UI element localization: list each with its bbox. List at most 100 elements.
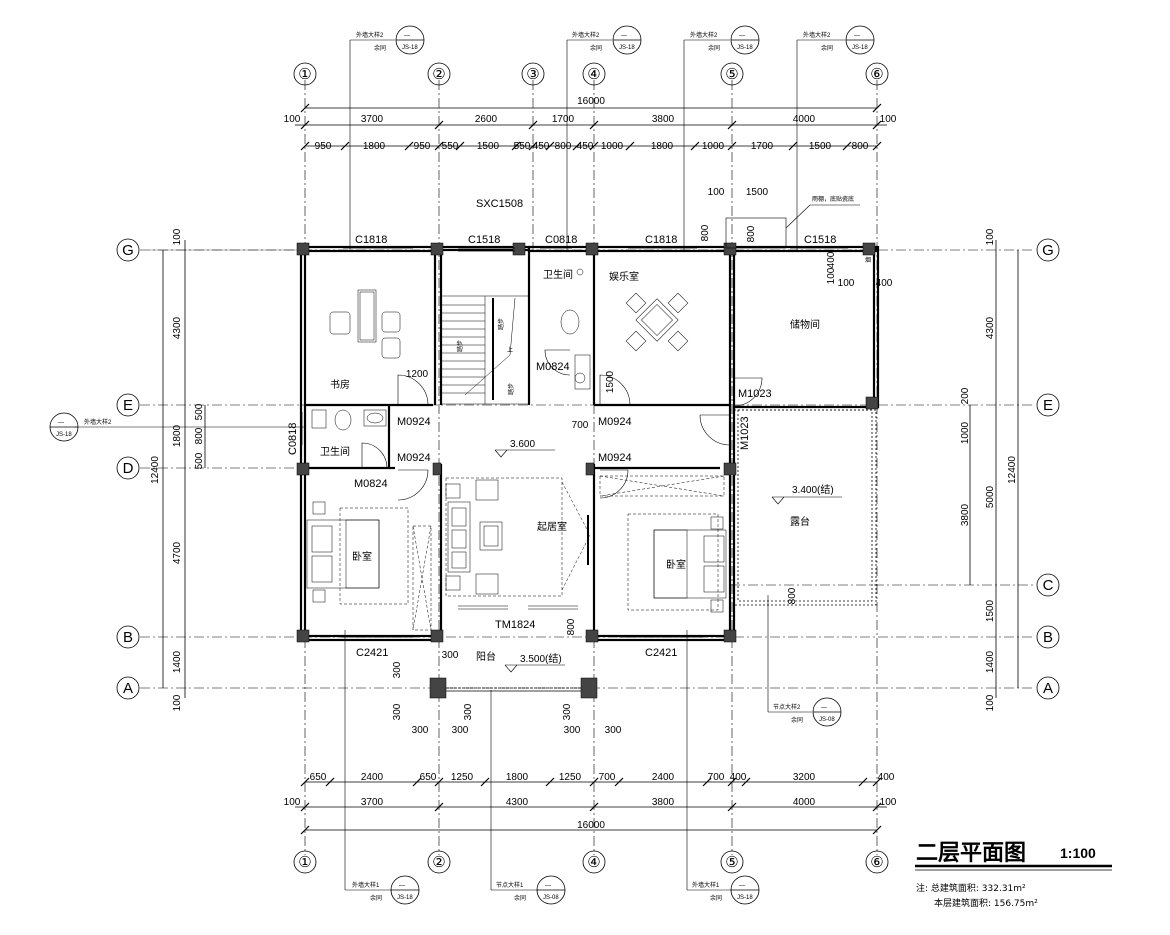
dim-misc: 300: [452, 725, 469, 736]
left-dimensions: 100 4300 1800 4700 1400 100 12400 500 80…: [150, 228, 205, 711]
windows: [301, 247, 848, 692]
level-terrace: 3.400(结): [792, 483, 834, 496]
window-tag-sxc: SXC1508: [476, 198, 523, 210]
axis-top-3: ③: [526, 66, 539, 83]
room-entertainment: 娱乐室: [609, 270, 639, 283]
axis-top-5: ⑤: [725, 66, 738, 83]
dim-left: 1400: [172, 650, 183, 673]
area-note-total: 注: 总建筑面积: 332.31m²: [916, 882, 1026, 894]
callout-label: 外墙大样1: [692, 881, 720, 889]
room-living: 起居室: [537, 520, 567, 533]
room-storage: 储物间: [790, 318, 820, 331]
dim-left: 800: [194, 427, 205, 444]
dim-top-sub: 800: [852, 141, 869, 152]
dim-bottom-main: 100: [284, 797, 301, 808]
level-values: 3.600 3.400(结) 3.500(结): [510, 439, 834, 665]
stair-note: 踏步: [497, 318, 505, 330]
terrace-railing: [733, 409, 877, 606]
dim-right: 4300: [985, 316, 996, 339]
callout-label: 节点大样2: [773, 703, 801, 711]
dim-right: 200: [960, 387, 971, 404]
callout-ref: JS-18: [56, 432, 72, 438]
callout-ref: JS-18: [737, 45, 753, 51]
drawing-title: 二层平面图: [916, 841, 1026, 866]
structural-columns: [296, 242, 879, 699]
callout-same: 余同: [791, 716, 803, 724]
callout-ref: JS-18: [397, 895, 413, 901]
dim-misc: 400: [826, 251, 837, 268]
study-furniture: [329, 289, 401, 359]
axis-left-g: G: [122, 242, 134, 259]
callout-same: 余同: [370, 894, 382, 902]
dim-top-sub: 1000: [702, 141, 725, 152]
dim-top-main: 4000: [793, 114, 816, 125]
dim-top-main: 1700: [552, 114, 575, 125]
dim-misc: 800: [787, 587, 798, 604]
callout-leaders: [75, 39, 845, 891]
dim-bottom-sub: 1800: [506, 772, 529, 783]
window-tag: C2421: [645, 647, 677, 659]
callout-dash: —: [739, 33, 745, 39]
dim-misc: 300: [392, 661, 403, 678]
room-terrace: 露台: [790, 515, 810, 528]
dim-right: 3800: [960, 503, 971, 526]
room-bedroom2: 卧室: [666, 558, 686, 571]
flue-label: 烟: [865, 256, 871, 264]
axis-labels: ① ② ③ ④ ⑤ ⑥ ① ② ④ ⑤ ⑥ G E D B A G E C B …: [122, 66, 1054, 871]
dim-right: 1000: [960, 421, 971, 444]
callout-ref: JS-18: [402, 45, 418, 51]
axis-right-b: B: [1043, 629, 1053, 646]
axis-left-d: D: [123, 460, 134, 477]
callout-same: 余同: [710, 894, 722, 902]
dim-bottom-sub: 700: [599, 772, 616, 783]
dim-bottom-sub: 2400: [652, 772, 675, 783]
dim-misc: 100: [826, 267, 837, 284]
dim-top-main: 3700: [361, 114, 384, 125]
room-labels: 书房 卫生间 卫生间 娱乐室 储物间 起居室 卧室 卧室 露台 阳台: [320, 268, 820, 663]
dim-bottom-sub: 700: [708, 772, 725, 783]
callout-same: 余同: [514, 894, 526, 902]
dim-top-main: 3800: [652, 114, 675, 125]
dim-misc: 300: [463, 703, 474, 720]
dim-misc: 1500: [605, 370, 616, 393]
dim-left: 500: [194, 452, 205, 469]
dim-total-top: 16000: [577, 96, 605, 107]
door-tag: M0924: [397, 416, 431, 428]
callout-circles: [49, 25, 875, 905]
dim-top-sub: 950: [414, 141, 431, 152]
bathroom-fixtures: [311, 268, 591, 431]
callout-same: 余同: [590, 44, 602, 52]
dim-bottom-main: 3800: [652, 797, 675, 808]
dim-top-main: 100: [284, 114, 301, 125]
dim-top-sub: 1800: [363, 141, 386, 152]
dim-top-sub: 1000: [601, 141, 624, 152]
dim-right: 100: [985, 694, 996, 711]
level-markers: [494, 449, 842, 673]
dim-left: 4300: [172, 316, 183, 339]
dim-left: 500: [194, 403, 205, 420]
opening-tags: C1818 C1518 C0818 C1818 C1518 SXC1508 C0…: [287, 198, 836, 659]
callout-label: 外墙大样1: [352, 881, 380, 889]
callout-dash: —: [739, 883, 745, 889]
dim-top-sub: 550: [442, 141, 459, 152]
axis-left-b: B: [123, 629, 133, 646]
dim-top-sub: 550: [514, 141, 531, 152]
window-tag: C2421: [356, 647, 388, 659]
dim-top-main: 2600: [475, 114, 498, 125]
callout-ref: JS-08: [819, 717, 835, 723]
dim-bottom-main: 4000: [793, 797, 816, 808]
dim-top-sub: 1800: [651, 141, 674, 152]
stair-note: 踏步: [507, 383, 515, 395]
axis-bottom-2: ②: [432, 854, 445, 871]
misc-dimensions: 1200 1500 700 800 800 800 100 1500 800 1…: [392, 187, 893, 736]
dim-right: 5000: [985, 485, 996, 508]
dim-right: 100: [985, 228, 996, 245]
callout-label: 外墙大样2: [803, 31, 831, 39]
side-dimension-lines: [150, 240, 1019, 698]
dim-left: 1800: [172, 424, 183, 447]
dim-misc: 1500: [746, 187, 769, 198]
card-table: [625, 292, 689, 352]
level-balcony: 3.500(结): [520, 652, 562, 665]
